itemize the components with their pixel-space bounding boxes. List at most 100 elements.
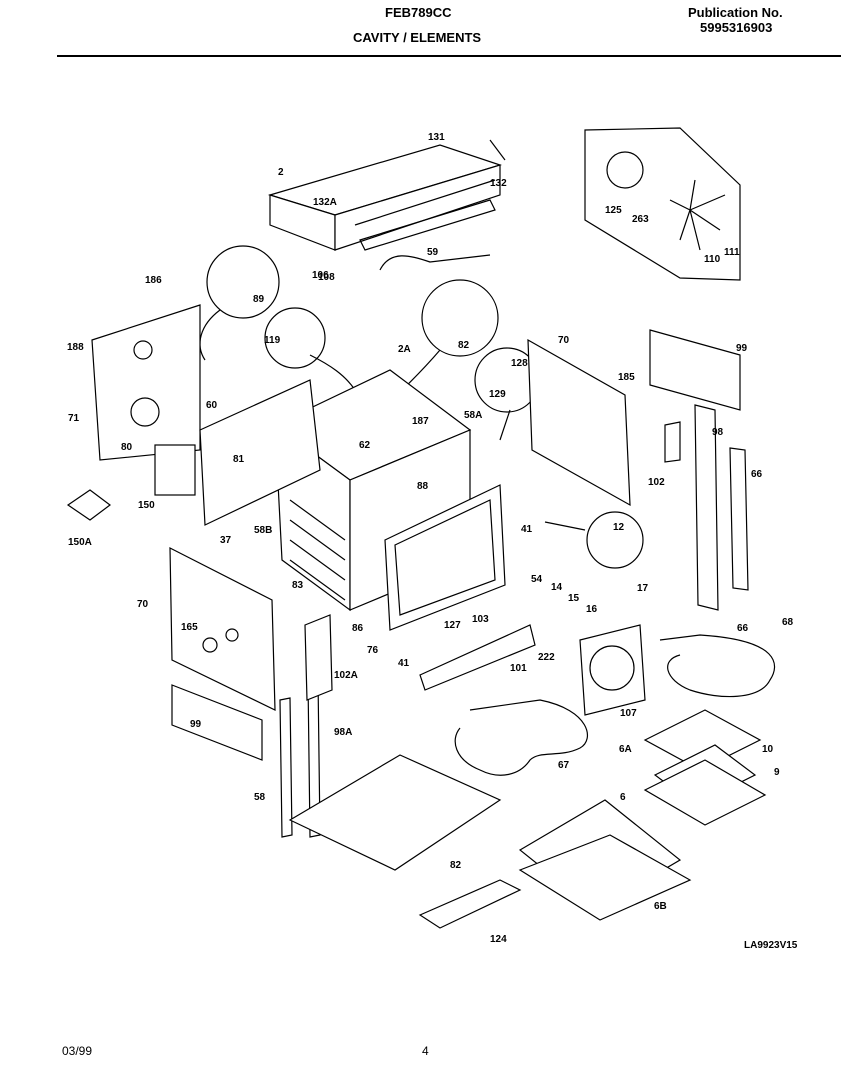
detail-circle-82 <box>421 279 499 357</box>
part-label-131: 131 <box>428 132 445 143</box>
wrapper-panel-71 <box>91 304 201 461</box>
part-label-165: 165 <box>181 622 198 633</box>
part-label-101: 101 <box>510 663 527 674</box>
part-label-99: 99 <box>736 343 748 354</box>
part-label-9: 9 <box>774 767 780 778</box>
strip-66 <box>729 447 749 591</box>
page-number: 4 <box>422 1044 429 1058</box>
part-label-110: 110 <box>704 254 721 265</box>
part-label-6A: 6A <box>619 744 632 755</box>
part-label-70: 70 <box>558 335 570 346</box>
part-label-14: 14 <box>551 582 563 593</box>
part-label-82: 82 <box>450 860 462 871</box>
part-label-188: 188 <box>67 342 84 353</box>
part-label-187: 187 <box>412 416 429 427</box>
fan-cover-107 <box>579 624 646 716</box>
part-label-102: 102 <box>648 477 665 488</box>
part-label-58A: 58A <box>464 410 482 421</box>
part-label-82: 82 <box>458 340 470 351</box>
part-label-71: 71 <box>68 413 80 424</box>
part-label-80: 80 <box>121 442 133 453</box>
detail-circle-12 <box>586 511 644 569</box>
bracket-99-top <box>649 329 741 411</box>
side-panel-70-left <box>169 547 276 711</box>
part-label-76: 76 <box>367 645 379 656</box>
part-label-59: 59 <box>427 247 439 258</box>
part-label-89: 89 <box>253 294 265 305</box>
part-label-58: 58 <box>254 792 266 803</box>
part-label-83: 83 <box>292 580 304 591</box>
part-label-132A: 132A <box>313 197 337 208</box>
part-label-128: 128 <box>511 358 528 369</box>
model-number: FEB789CC <box>385 5 452 20</box>
part-label-6: 6 <box>620 792 626 803</box>
part-label-2A: 2A <box>398 344 411 355</box>
part-label-103: 103 <box>472 614 489 625</box>
part-label-132: 132 <box>490 178 507 189</box>
arrow-128 <box>499 409 511 441</box>
grid-6A <box>643 709 762 771</box>
part-label-60: 60 <box>206 400 218 411</box>
rack-6B <box>518 834 692 921</box>
publication-number: 5995316903 <box>700 20 773 35</box>
top-duct-drawing <box>267 139 506 251</box>
convection-fan-inset <box>584 127 741 281</box>
part-label-54: 54 <box>531 574 543 585</box>
part-label-68: 68 <box>782 617 794 628</box>
broil-element-66 <box>659 634 776 698</box>
bracket-150A <box>66 489 111 521</box>
section-title: CAVITY / ELEMENTS <box>353 30 482 45</box>
bracket-102A <box>304 614 333 701</box>
part-label-67: 67 <box>558 760 570 771</box>
part-label-185: 185 <box>618 372 635 383</box>
part-label-111: 111 <box>724 247 740 258</box>
part-label-129: 129 <box>489 389 506 400</box>
part-label-15: 15 <box>568 593 580 604</box>
part-label-88: 88 <box>417 481 429 492</box>
part-label-16: 16 <box>586 604 598 615</box>
part-label-81: 81 <box>233 454 245 465</box>
wrapper-panel-70-right <box>527 338 631 507</box>
part-labels: 1312132132A10812526311011159186188891062… <box>67 132 794 945</box>
part-label-222: 222 <box>538 652 555 663</box>
part-label-150A: 150A <box>68 537 92 548</box>
part-label-6B: 6B <box>654 901 667 912</box>
bake-element-67 <box>454 699 589 776</box>
part-label-41: 41 <box>521 524 533 535</box>
part-label-124: 124 <box>490 934 507 945</box>
part-label-106: 106 <box>312 270 329 281</box>
part-label-66: 66 <box>737 623 749 634</box>
detail-circle-89 <box>206 245 280 319</box>
part-label-119: 119 <box>264 335 281 346</box>
part-label-10: 10 <box>762 744 774 755</box>
part-label-127: 127 <box>444 620 461 631</box>
part-label-86: 86 <box>352 623 364 634</box>
vent-103 <box>419 624 536 691</box>
publication-label: Publication No. <box>688 5 783 20</box>
part-label-66: 66 <box>751 469 763 480</box>
drawing-code: LA9923V15 <box>744 940 798 951</box>
header-rule <box>57 55 841 57</box>
trim-98 <box>694 404 719 611</box>
part-label-186: 186 <box>145 275 162 286</box>
part-label-58B: 58B <box>254 525 272 536</box>
part-label-263: 263 <box>632 214 649 225</box>
arrow-89 <box>199 309 221 361</box>
part-label-70: 70 <box>137 599 149 610</box>
bottom-pan-82 <box>288 754 502 871</box>
arrow-119 <box>309 354 356 391</box>
part-150 <box>154 444 196 496</box>
bracket-102 <box>664 421 681 463</box>
part-label-2: 2 <box>278 167 284 178</box>
part-label-107: 107 <box>620 708 637 719</box>
part-label-62: 62 <box>359 440 371 451</box>
part-label-98A: 98A <box>334 727 352 738</box>
trim-58 <box>279 697 293 838</box>
part-label-98: 98 <box>712 427 724 438</box>
drawer-124 <box>418 879 522 929</box>
detail-circle-119 <box>264 307 326 369</box>
part-label-12: 12 <box>613 522 625 533</box>
arrow-12 <box>544 521 586 531</box>
part-label-125: 125 <box>605 205 622 216</box>
